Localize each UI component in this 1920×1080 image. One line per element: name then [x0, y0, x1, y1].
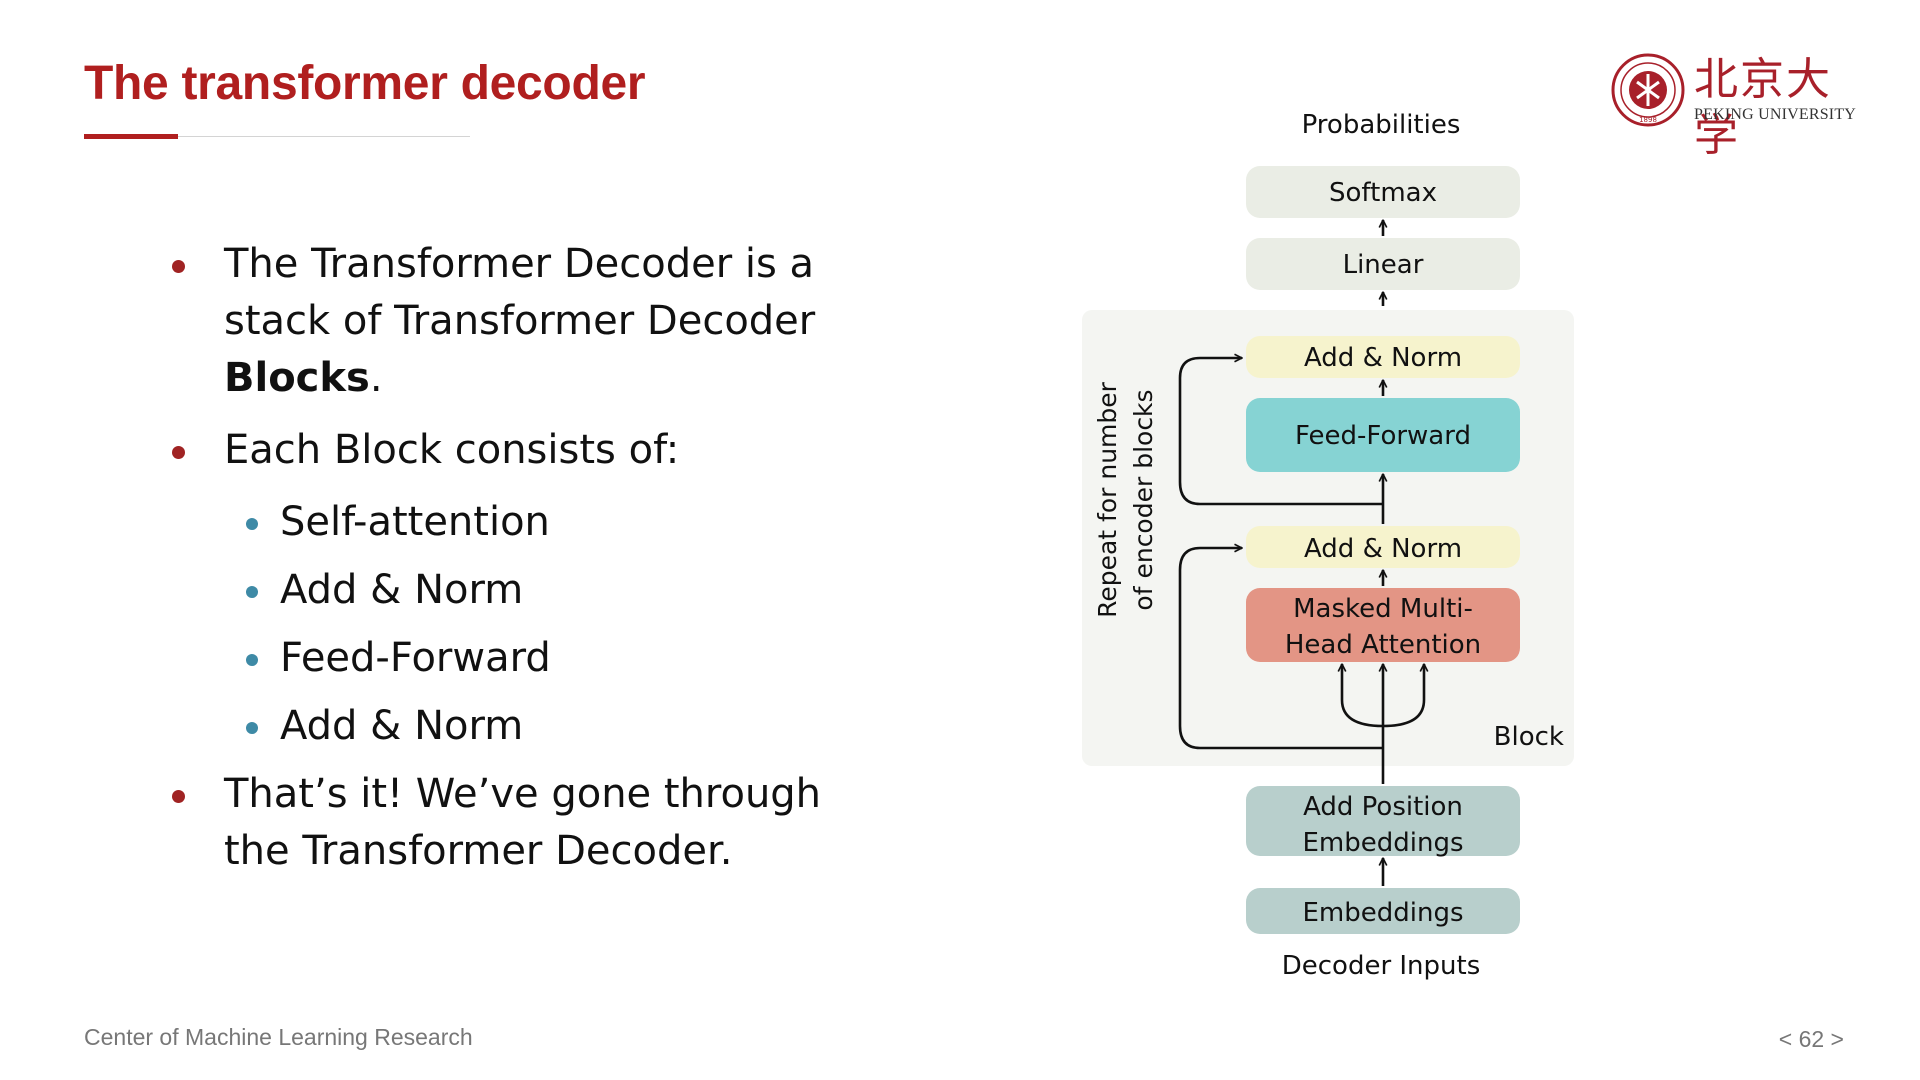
- linear-label: Linear: [1343, 250, 1424, 280]
- connector-arrows: [1178, 220, 1424, 886]
- masked-attention-box: [1246, 588, 1520, 662]
- bullet-item: That’s it! We’ve gone through the Transf…: [168, 766, 848, 880]
- sub-bullet-item: Add & Norm: [168, 698, 848, 755]
- slide-title: The transformer decoder: [84, 57, 646, 110]
- repeat-label-line2: of encoder blocks: [1129, 389, 1158, 610]
- feed-forward-label: Feed-Forward: [1295, 421, 1471, 451]
- bullet-text: the Transformer Decoder.: [224, 828, 733, 874]
- bullet-item: Each Block consists of:: [168, 422, 848, 479]
- title-divider: [84, 136, 470, 137]
- add-norm-top-label: Add & Norm: [1304, 343, 1462, 373]
- sub-bullet-item: Self-attention: [168, 494, 848, 551]
- sub-bullet-text: Add & Norm: [280, 567, 524, 613]
- university-logo: 1898 北京大学 PEKING UNIVERSITY: [1610, 52, 1860, 161]
- position-embeddings-box: [1246, 786, 1520, 856]
- attention-fork-right: [1382, 664, 1424, 728]
- sub-bullet-item: Feed-Forward: [168, 630, 848, 687]
- attention-fork-left: [1342, 664, 1384, 728]
- seal-year: 1898: [1639, 116, 1657, 124]
- bullet-item: The Transformer Decoder is a stack of Tr…: [168, 236, 848, 407]
- sub-bullet-text: Feed-Forward: [280, 635, 551, 681]
- bullet-text: That’s it! We’ve gone through: [224, 771, 822, 817]
- position-embeddings-label-line1: Add Position: [1303, 792, 1463, 822]
- footer-organization: Center of Machine Learning Research: [84, 1024, 473, 1050]
- title-accent-bar: [84, 134, 178, 139]
- feed-forward-box: [1246, 398, 1520, 472]
- bullet-text: stack of Transformer Decoder: [224, 298, 816, 344]
- sub-bullet-item: Add & Norm: [168, 562, 848, 619]
- residual-skip-top: [1178, 358, 1383, 506]
- add-norm-bottom-label: Add & Norm: [1304, 534, 1462, 564]
- embeddings-label: Embeddings: [1302, 898, 1463, 928]
- bullet-list: The Transformer Decoder is a stack of Tr…: [168, 236, 848, 895]
- softmax-box: [1246, 166, 1520, 218]
- position-embeddings-label-line2: Embeddings: [1302, 828, 1463, 858]
- university-name-chinese: 北京大学: [1694, 54, 1832, 161]
- decoder-inputs-label: Decoder Inputs: [1282, 951, 1481, 981]
- bullet-bold-text: Blocks: [224, 355, 370, 401]
- residual-skip-bottom: [1178, 548, 1383, 750]
- masked-attention-label-line2: Head Attention: [1285, 630, 1481, 660]
- add-norm-top-box: [1246, 336, 1520, 378]
- add-norm-bottom-box: [1246, 526, 1520, 568]
- page-number: < 62 >: [1778, 1026, 1844, 1052]
- bullet-text: Each Block consists of:: [224, 427, 680, 473]
- university-seal-icon: 1898: [1611, 53, 1685, 127]
- linear-box: [1246, 238, 1520, 290]
- university-name-english: PEKING UNIVERSITY: [1694, 106, 1857, 123]
- probabilities-label: Probabilities: [1302, 110, 1461, 140]
- block-label: Block: [1494, 722, 1564, 752]
- bullet-text: .: [369, 355, 383, 401]
- sub-bullet-text: Self-attention: [280, 499, 550, 545]
- bullet-text: The Transformer Decoder is a: [224, 241, 815, 287]
- sub-bullet-text: Add & Norm: [280, 703, 524, 749]
- masked-attention-label-line1: Masked Multi-: [1293, 594, 1473, 624]
- repeat-label-line1: Repeat for number: [1093, 381, 1122, 618]
- embeddings-box: [1246, 888, 1520, 934]
- transformer-decoder-diagram: Probabilities Softmax Linear Add & Norm …: [1082, 110, 1574, 981]
- softmax-label: Softmax: [1329, 178, 1437, 208]
